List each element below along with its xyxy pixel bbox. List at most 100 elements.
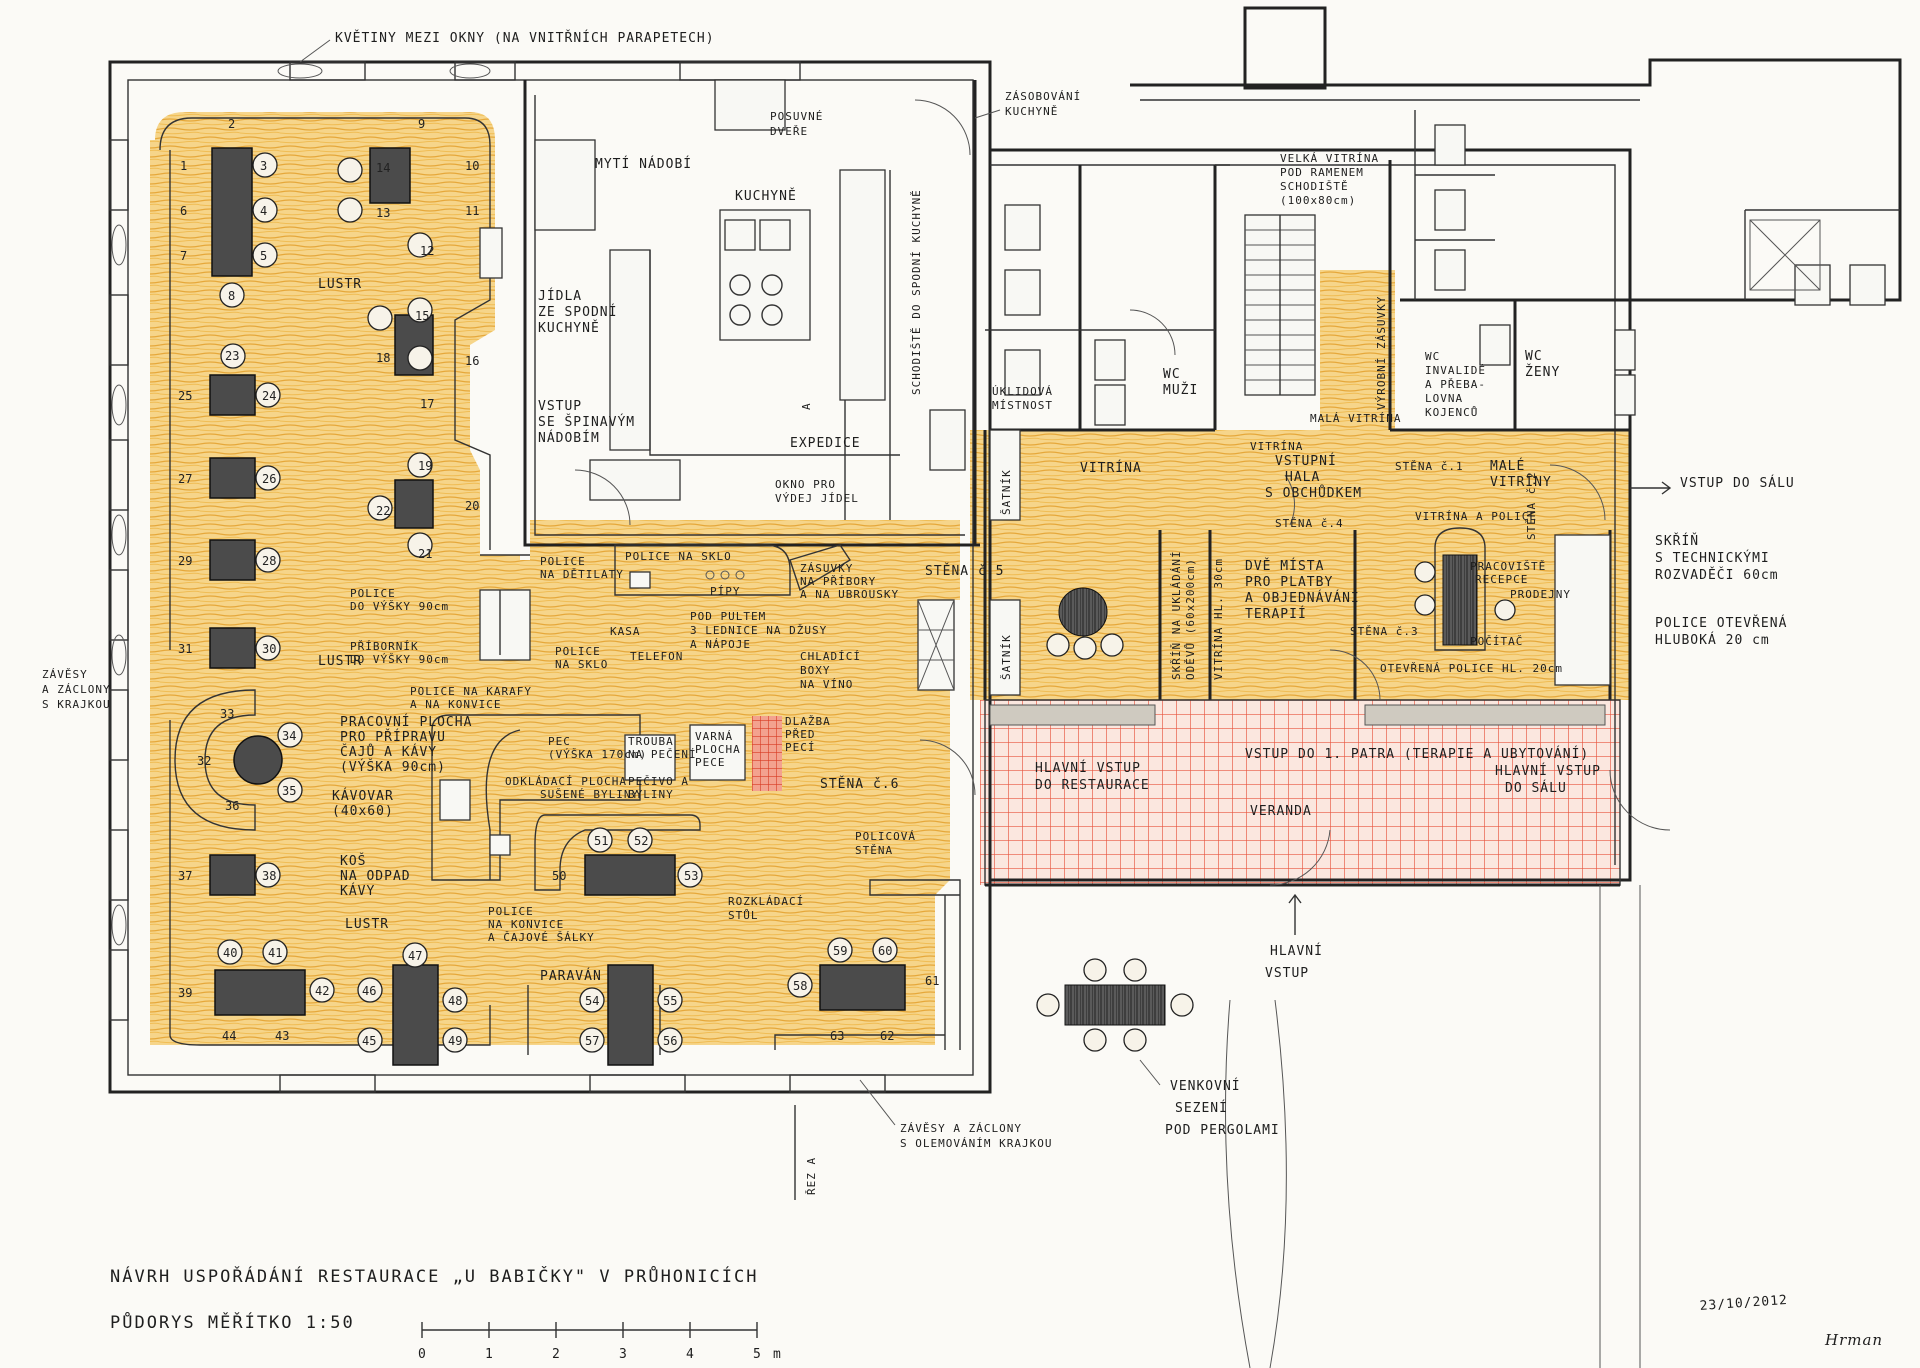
- seat-39: 39: [178, 986, 192, 1000]
- seat-16: 16: [465, 354, 479, 368]
- scale-tick-2: 2: [552, 1347, 561, 1362]
- table-6: [209, 457, 256, 499]
- label-lustr-2: LUSTR: [318, 654, 362, 669]
- label-otevrena-police: OTEVŘENÁ POLICE HL. 20cm: [1380, 662, 1563, 675]
- oven-tiles: [752, 716, 782, 791]
- chairs: [217, 152, 898, 1053]
- stair-floor: [1320, 270, 1395, 430]
- table-10: [209, 854, 256, 896]
- seat-31: 31: [178, 642, 192, 656]
- seat-23: 23: [225, 349, 239, 363]
- label-prodejny: PRODEJNY: [1510, 588, 1571, 601]
- seat-43: 43: [275, 1029, 289, 1043]
- label-myti: MYTÍ NÁDOBÍ: [595, 156, 692, 172]
- seat-5: 5: [260, 249, 267, 263]
- seat-50: 50: [552, 869, 566, 883]
- seat-20: 20: [465, 499, 479, 513]
- signature: Hrman: [1824, 1331, 1883, 1349]
- scale-tick-1: 1: [485, 1347, 494, 1362]
- scale-bar: 0 1 2 3 4 5 m: [418, 1322, 781, 1362]
- table-11: [214, 969, 306, 1016]
- label-vitrina-police: VITRÍNA A POLICE: [1415, 510, 1537, 523]
- table-1: [211, 147, 253, 277]
- seat-6: 6: [180, 204, 187, 218]
- label-stena4: STĚNA č.4: [1275, 517, 1344, 530]
- label-expedice: EXPEDICE: [790, 436, 861, 451]
- label-police-na-sklo: POLICE NA SKLO: [625, 550, 732, 563]
- label-skrin-ukladani: SKŘÍŇ NA UKLÁDÁNÍODĚVŮ (60x200cm): [1170, 550, 1197, 680]
- label-veranda: VERANDA: [1250, 804, 1312, 819]
- seat-27: 27: [178, 472, 192, 486]
- label-vyrobni-zasuvky: VÝROBNÍ ZÁSUVKY: [1375, 296, 1388, 410]
- seat-52: 52: [634, 834, 648, 848]
- seat-63: 63: [830, 1029, 844, 1043]
- seat-42: 42: [315, 984, 329, 998]
- scale-tick-3: 3: [619, 1347, 628, 1362]
- table-4: [394, 479, 434, 529]
- veranda-floor: [980, 700, 1620, 885]
- label-mala-vitrina: MALÁ VITRÍNA: [1310, 412, 1401, 425]
- scale-tick-0: 0: [418, 1347, 427, 1362]
- label-pipy: PÍPY: [710, 585, 741, 598]
- label-vstup-salu: VSTUP DO SÁLU: [1680, 475, 1795, 491]
- seat-2: 2: [228, 117, 235, 131]
- seat-36: 36: [225, 799, 239, 813]
- seat-13: 13: [376, 206, 390, 220]
- seat-8: 8: [228, 289, 235, 303]
- table-2: [369, 147, 411, 204]
- seat-3: 3: [260, 159, 267, 173]
- seat-17: 17: [420, 397, 434, 411]
- label-schodiste-kuchyne: SCHODIŠTĚ DO SPODNÍ KUCHYNĚ: [910, 189, 923, 395]
- table-9: [233, 735, 283, 785]
- fixtures: [159, 79, 1900, 1055]
- label-vitrina-1: VITRÍNA: [1080, 460, 1142, 476]
- label-kvetiny: KVĚTINY MEZI OKNY (NA VNITŘNÍCH PARAPETE…: [335, 30, 715, 46]
- label-kasa: KASA: [610, 625, 641, 638]
- label-paravan: PARAVÁN: [540, 968, 602, 984]
- seat-62: 62: [880, 1029, 894, 1043]
- label-stena1: STĚNA č.1: [1395, 460, 1464, 473]
- seat-48: 48: [448, 994, 462, 1008]
- seat-21: 21: [418, 547, 432, 561]
- seat-11: 11: [465, 204, 479, 218]
- table-12: [392, 964, 439, 1066]
- table-14: [584, 854, 676, 896]
- seat-60: 60: [878, 944, 892, 958]
- table-5: [209, 374, 256, 416]
- label-stena3: STĚNA č.3: [1350, 625, 1419, 638]
- seat-32: 32: [197, 754, 211, 768]
- seat-29: 29: [178, 554, 192, 568]
- seat-33: 33: [220, 707, 234, 721]
- seat-18: 18: [376, 351, 390, 365]
- table-15: [819, 964, 906, 1011]
- table-13: [607, 964, 654, 1066]
- seat-51: 51: [594, 834, 608, 848]
- seat-38: 38: [262, 869, 276, 883]
- seat-47: 47: [408, 949, 422, 963]
- label-rez: ŘEZ A: [805, 1157, 818, 1195]
- label-satnik-2: ŠATNÍK: [1000, 634, 1013, 680]
